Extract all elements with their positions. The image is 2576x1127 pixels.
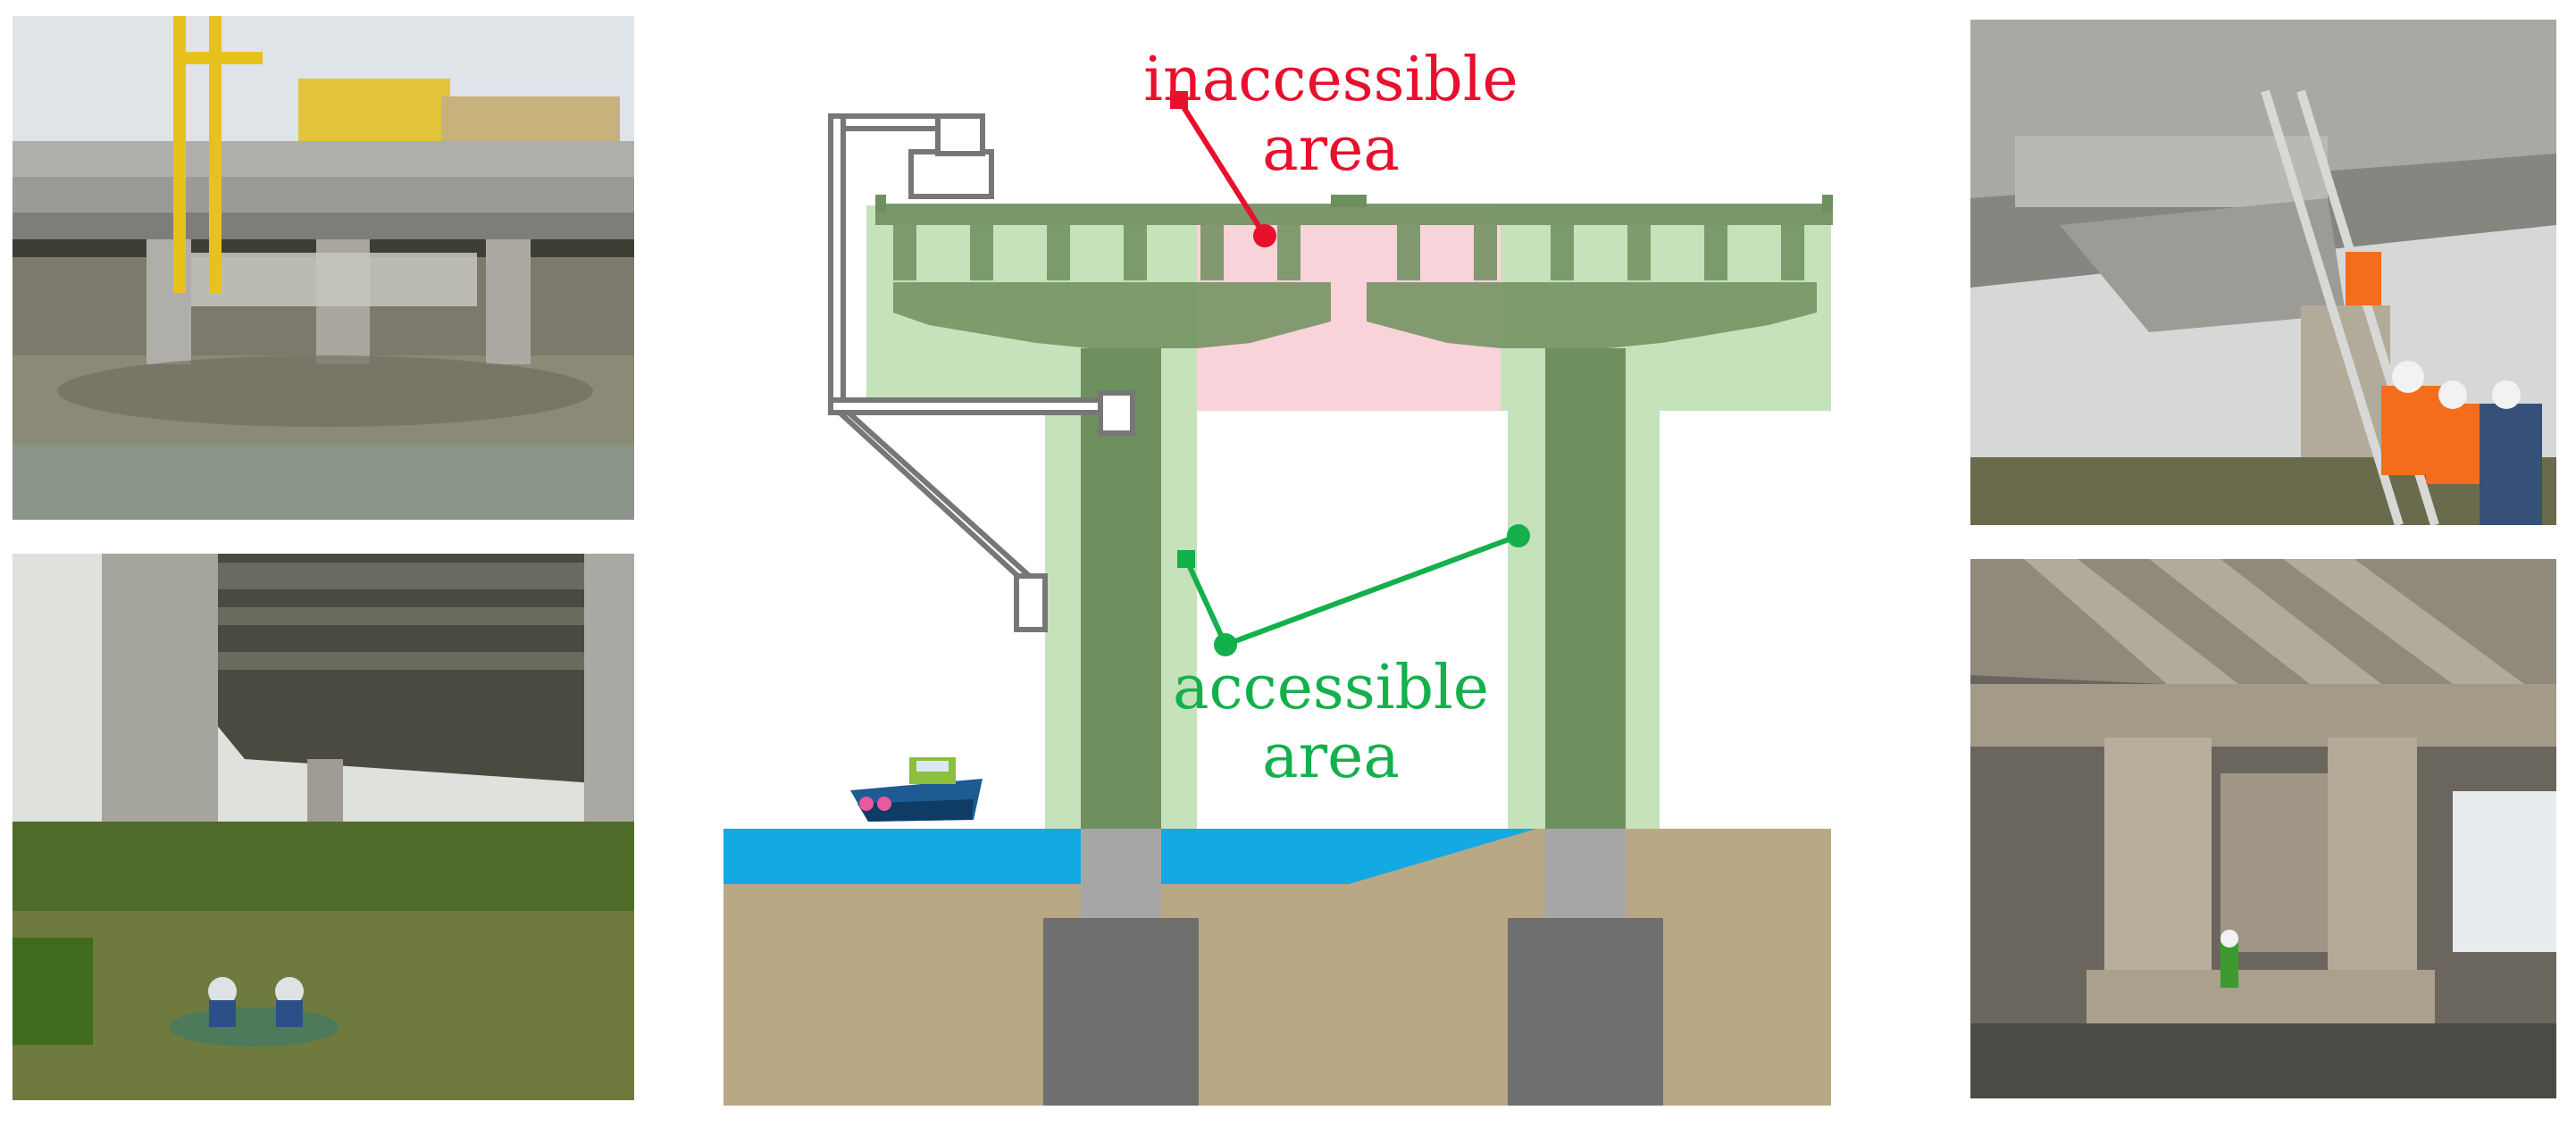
accessible-pointer [1177, 524, 1530, 656]
bridge-inspection-diagram: inaccessible area accessible area [715, 0, 1840, 1127]
inspection-truck-icon [828, 113, 1135, 632]
pier-column-right [1545, 348, 1626, 829]
photo-bridge-inspection-truck [13, 16, 634, 520]
girders [893, 225, 1804, 280]
inaccessible-pointer [1170, 91, 1276, 247]
boat-icon [850, 757, 983, 822]
footing-left [1043, 918, 1199, 1106]
accessible-label-line1: accessible [1173, 653, 1489, 723]
pile-left [1081, 829, 1161, 918]
pier-cap-left [893, 282, 1331, 348]
accessible-label-line2: area [1262, 722, 1400, 792]
inaccessible-label-line1: inaccessible [1143, 45, 1518, 115]
footing-right [1508, 918, 1663, 1106]
photo-pier-under-bridge [1970, 559, 2556, 1098]
inaccessible-label-line2: area [1262, 114, 1400, 185]
pile-right [1545, 829, 1626, 918]
photo-ladder-climbing-inspection [1970, 20, 2556, 525]
pier-cap-right [1367, 282, 1817, 348]
photo-rubber-boat-inspection [13, 554, 634, 1100]
